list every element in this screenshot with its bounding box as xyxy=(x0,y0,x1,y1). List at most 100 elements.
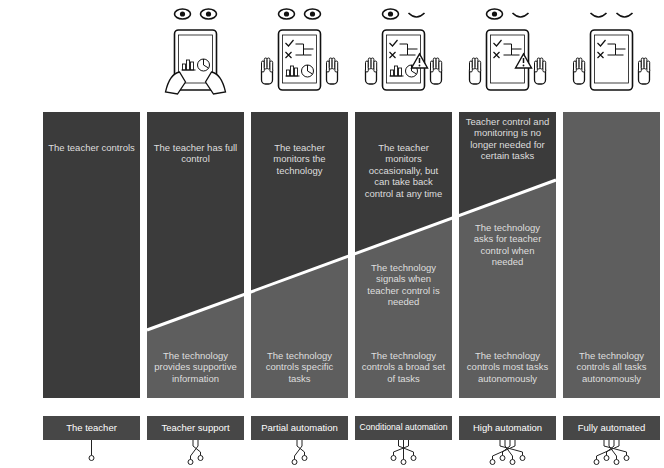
flow-lines xyxy=(296,44,314,55)
pie-wedge xyxy=(308,65,313,74)
division-line xyxy=(147,180,556,330)
chart-bar xyxy=(291,66,294,76)
finger xyxy=(439,61,442,72)
warning-dot xyxy=(419,65,421,67)
flow-lines xyxy=(608,44,626,55)
wire xyxy=(295,440,303,460)
eye-open xyxy=(383,9,399,19)
panel-text: The technology controls specific tasks xyxy=(256,350,343,384)
warning-mark xyxy=(523,58,525,63)
panel-text: The teacher controls xyxy=(48,142,135,153)
eye-pupil xyxy=(284,11,289,16)
level-label: Fully automated xyxy=(563,416,660,440)
chart-bar xyxy=(295,68,298,76)
panel-bg xyxy=(251,112,348,398)
eye-open xyxy=(305,9,321,19)
panel-bg xyxy=(43,112,140,398)
technology-region xyxy=(251,256,348,398)
panel-text: The teacher monitors occasionally, but c… xyxy=(360,142,447,199)
eye-pupil xyxy=(388,11,393,16)
wire-terminal xyxy=(604,456,609,461)
finger xyxy=(582,61,585,72)
cross-mark xyxy=(390,52,396,58)
level-panel: The technology controls all tasks autono… xyxy=(563,112,660,398)
cross-mark xyxy=(494,52,500,58)
eye-closed xyxy=(409,13,425,17)
tablet-screen xyxy=(595,35,629,83)
finger xyxy=(335,61,338,72)
chart-bar xyxy=(287,70,290,76)
wire-terminal xyxy=(624,456,629,461)
level-label: Teacher support xyxy=(147,416,244,440)
cross-mark xyxy=(598,52,604,58)
wire xyxy=(597,440,620,460)
panel-text: The teacher has full control xyxy=(152,142,239,165)
wire-terminal xyxy=(510,460,515,465)
eye-open xyxy=(487,9,503,19)
check-mark xyxy=(286,40,294,46)
level-panel: The teacher has full controlThe technolo… xyxy=(147,112,244,398)
level-panel: The teacher monitors the technologyThe t… xyxy=(251,112,348,398)
level-panel: The teacher controls xyxy=(43,112,140,398)
warning-triangle xyxy=(516,54,532,68)
wire-terminal xyxy=(391,456,396,461)
eye-closed xyxy=(591,13,607,17)
wire-terminal xyxy=(520,456,525,461)
eye-open xyxy=(279,9,295,19)
finger xyxy=(543,61,546,72)
check-mark xyxy=(494,40,502,46)
level-label: High automation xyxy=(459,416,556,440)
panel-bg xyxy=(355,112,452,398)
panel-text: The technology signals when teacher cont… xyxy=(360,262,447,308)
level-panel: The teacher monitors occasionally, but c… xyxy=(355,112,452,398)
check-mark xyxy=(598,40,606,46)
chart-bar xyxy=(399,68,402,76)
flow-lines xyxy=(400,44,418,55)
eye-open xyxy=(201,9,217,19)
level-label: The teacher xyxy=(43,416,140,440)
pie-chart xyxy=(302,65,314,77)
wire xyxy=(403,440,404,460)
wire xyxy=(607,440,615,456)
warning-dot xyxy=(523,65,525,67)
chart-bar xyxy=(187,60,190,70)
wire-terminal xyxy=(89,456,94,461)
level-label: Partial automation xyxy=(251,416,348,440)
hand xyxy=(166,72,186,94)
tablet-screen xyxy=(283,35,317,83)
tablet xyxy=(591,30,633,90)
finger xyxy=(478,61,481,72)
wire xyxy=(191,440,199,460)
check-mark xyxy=(390,40,398,46)
wire-terminal xyxy=(292,460,297,465)
chart-bar xyxy=(183,64,186,70)
technology-region xyxy=(459,180,556,398)
eye-closed xyxy=(617,13,633,17)
wire xyxy=(503,440,511,456)
technology-region xyxy=(147,294,244,398)
pie-wedge xyxy=(204,59,209,68)
tablet-screen xyxy=(179,35,213,83)
hand xyxy=(206,72,226,94)
level-name: High automation xyxy=(473,423,542,434)
wire-terminal xyxy=(490,460,495,465)
panel-text: The technology controls all tasks autono… xyxy=(568,350,655,384)
wire-terminal xyxy=(614,460,619,465)
wire-terminal xyxy=(594,460,599,465)
warning-triangle xyxy=(412,54,428,68)
flow-lines xyxy=(504,44,522,55)
wire-terminal xyxy=(198,456,203,461)
finger xyxy=(374,61,377,72)
chart-bar xyxy=(395,66,398,76)
eye-closed xyxy=(513,13,529,17)
panel-text: Teacher control and monitoring is no lon… xyxy=(464,116,551,162)
eye-pupil xyxy=(206,11,211,16)
wire-terminal xyxy=(302,456,307,461)
eye-open xyxy=(175,9,191,19)
level-label: Conditional automation xyxy=(355,416,452,440)
wire xyxy=(394,440,409,456)
tablet-screen xyxy=(387,35,421,83)
finger xyxy=(647,61,650,72)
